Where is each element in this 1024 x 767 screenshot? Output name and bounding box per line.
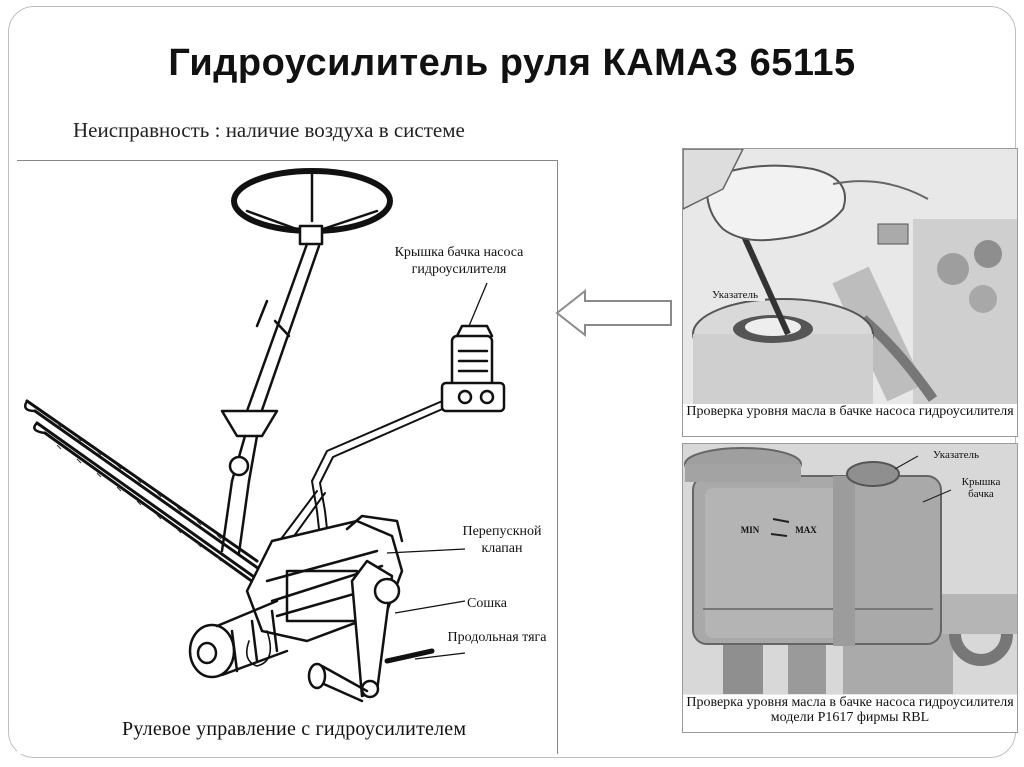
- photo-top-caption: Проверка уровня масла в бачке насоса гид…: [683, 404, 1017, 419]
- max-mark-label: MAX: [795, 525, 817, 535]
- label-drag-link: Продольная тяга: [447, 630, 547, 645]
- photo-reservoir-image: [683, 444, 1017, 694]
- photo-bottom-indicator-label: Указатель: [932, 449, 980, 461]
- photo-bottom-cap-label: Крышка бачка: [961, 476, 1001, 500]
- label-tank-cap: Крышка бачка насоса гидроусилителя: [394, 245, 524, 277]
- steering-illustration: [24, 168, 506, 703]
- min-mark-label: MIN: [740, 525, 760, 535]
- photo-top-indicator-label: Указатель: [705, 289, 765, 301]
- photo-oil-check: Указатель Проверка уровня масла в бачке …: [682, 148, 1018, 437]
- fault-text: Неисправность : наличие воздуха в систем…: [73, 118, 465, 142]
- label-pitman-arm: Сошка: [467, 596, 507, 611]
- label-bypass-valve: Перепускной клапан: [462, 524, 542, 556]
- slide-title: Гидроусилитель руля КАМАЗ 65115: [168, 42, 856, 84]
- photo-bottom-caption: Проверка уровня масла в бачке насоса гид…: [683, 695, 1017, 732]
- diagram-caption: Рулевое управление с гидроусилителем: [122, 718, 467, 740]
- left-arrow-icon: [555, 288, 672, 338]
- photo-reservoir-rbl: Указатель Крышка бачка MIN MAX Проверка …: [682, 443, 1018, 733]
- steering-diagram: Крышка бачка насоса гидроусилителя Переп…: [17, 160, 558, 754]
- photo-oil-check-image: [683, 149, 1017, 404]
